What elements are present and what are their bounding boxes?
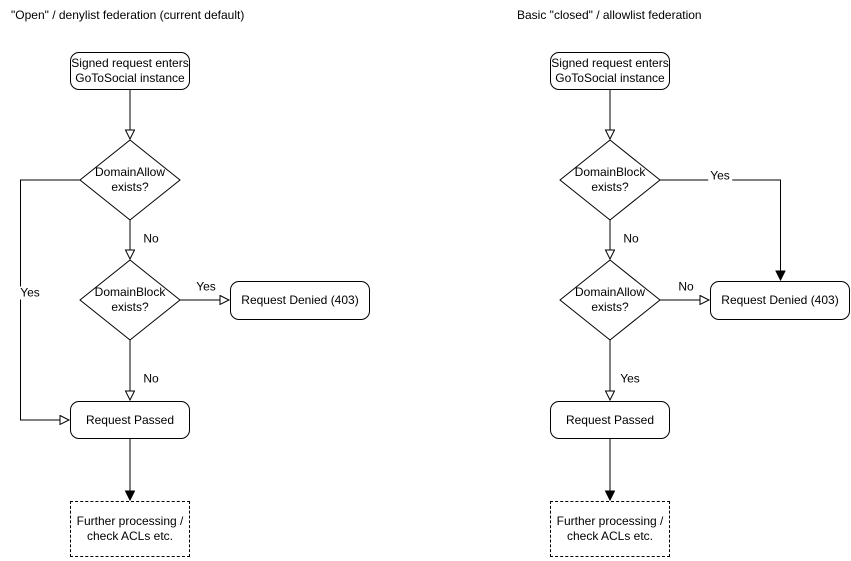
right-passed-text: Request Passed <box>565 412 655 427</box>
right-denied-text: Request Denied (403) <box>721 293 839 307</box>
left-start-node: Signed request enters GoToSocial instanc… <box>70 52 190 90</box>
left-decision1-label: DomainAllow exists? <box>95 165 165 195</box>
right-further-node: Further processing / check ACLs etc. <box>550 501 670 557</box>
left-decision2-yes-label: Yes <box>194 279 218 294</box>
left-denied-text: Request Denied (403) <box>241 293 359 307</box>
left-decision1-line1: DomainAllow <box>94 165 166 179</box>
right-decision1-diamond <box>559 139 661 221</box>
left-decision1-yes-label: Yes <box>18 285 42 300</box>
right-decision2-no-label: No <box>676 279 696 294</box>
left-start-line1: Signed request enters <box>71 56 189 70</box>
left-passed-node: Request Passed <box>70 401 190 439</box>
left-decision2-line1: DomainBlock <box>94 285 166 299</box>
right-decision1-line2: exists? <box>591 180 629 194</box>
right-start-line1: Signed request enters <box>551 56 669 70</box>
left-further-line2: check ACLs etc. <box>86 529 174 543</box>
right-chart-title: Basic "closed" / allowlist federation <box>517 8 702 22</box>
left-decision2-label: DomainBlock exists? <box>95 285 166 315</box>
right-decision1-line1: DomainBlock <box>574 165 646 179</box>
right-decision2-label: DomainAllow exists? <box>575 285 645 315</box>
left-further-line1: Further processing / <box>76 514 184 528</box>
left-start-line2: GoToSocial instance <box>75 71 185 85</box>
right-decision1-no-label: No <box>621 231 641 246</box>
left-decision2-diamond <box>79 259 181 341</box>
left-denied-node: Request Denied (403) <box>230 281 370 320</box>
left-decision1-no-label: No <box>141 231 161 246</box>
right-start-node: Signed request enters GoToSocial instanc… <box>550 52 670 90</box>
right-decision2-line2: exists? <box>591 300 629 314</box>
right-decision2-diamond <box>559 259 661 341</box>
left-decision2-no-label: No <box>141 371 161 386</box>
right-decision2-line1: DomainAllow <box>574 285 646 299</box>
left-edge-decision1-yes <box>20 179 80 420</box>
left-further-node: Further processing / check ACLs etc. <box>70 501 190 557</box>
right-passed-node: Request Passed <box>550 401 670 439</box>
right-decision1-label: DomainBlock exists? <box>575 165 646 195</box>
right-decision2-yes-label: Yes <box>618 371 642 386</box>
left-chart-title: "Open" / denylist federation (current de… <box>11 8 245 22</box>
right-edge-decision1-yes <box>660 179 781 280</box>
left-passed-text: Request Passed <box>85 412 175 427</box>
left-decision2-line2: exists? <box>111 300 149 314</box>
right-start-line2: GoToSocial instance <box>555 71 665 85</box>
right-further-line2: check ACLs etc. <box>566 529 654 543</box>
right-decision1-yes-label: Yes <box>708 168 732 183</box>
left-decision1-line2: exists? <box>111 180 149 194</box>
right-denied-node: Request Denied (403) <box>710 281 850 320</box>
left-decision1-diamond <box>79 139 181 221</box>
right-further-line1: Further processing / <box>556 514 664 528</box>
